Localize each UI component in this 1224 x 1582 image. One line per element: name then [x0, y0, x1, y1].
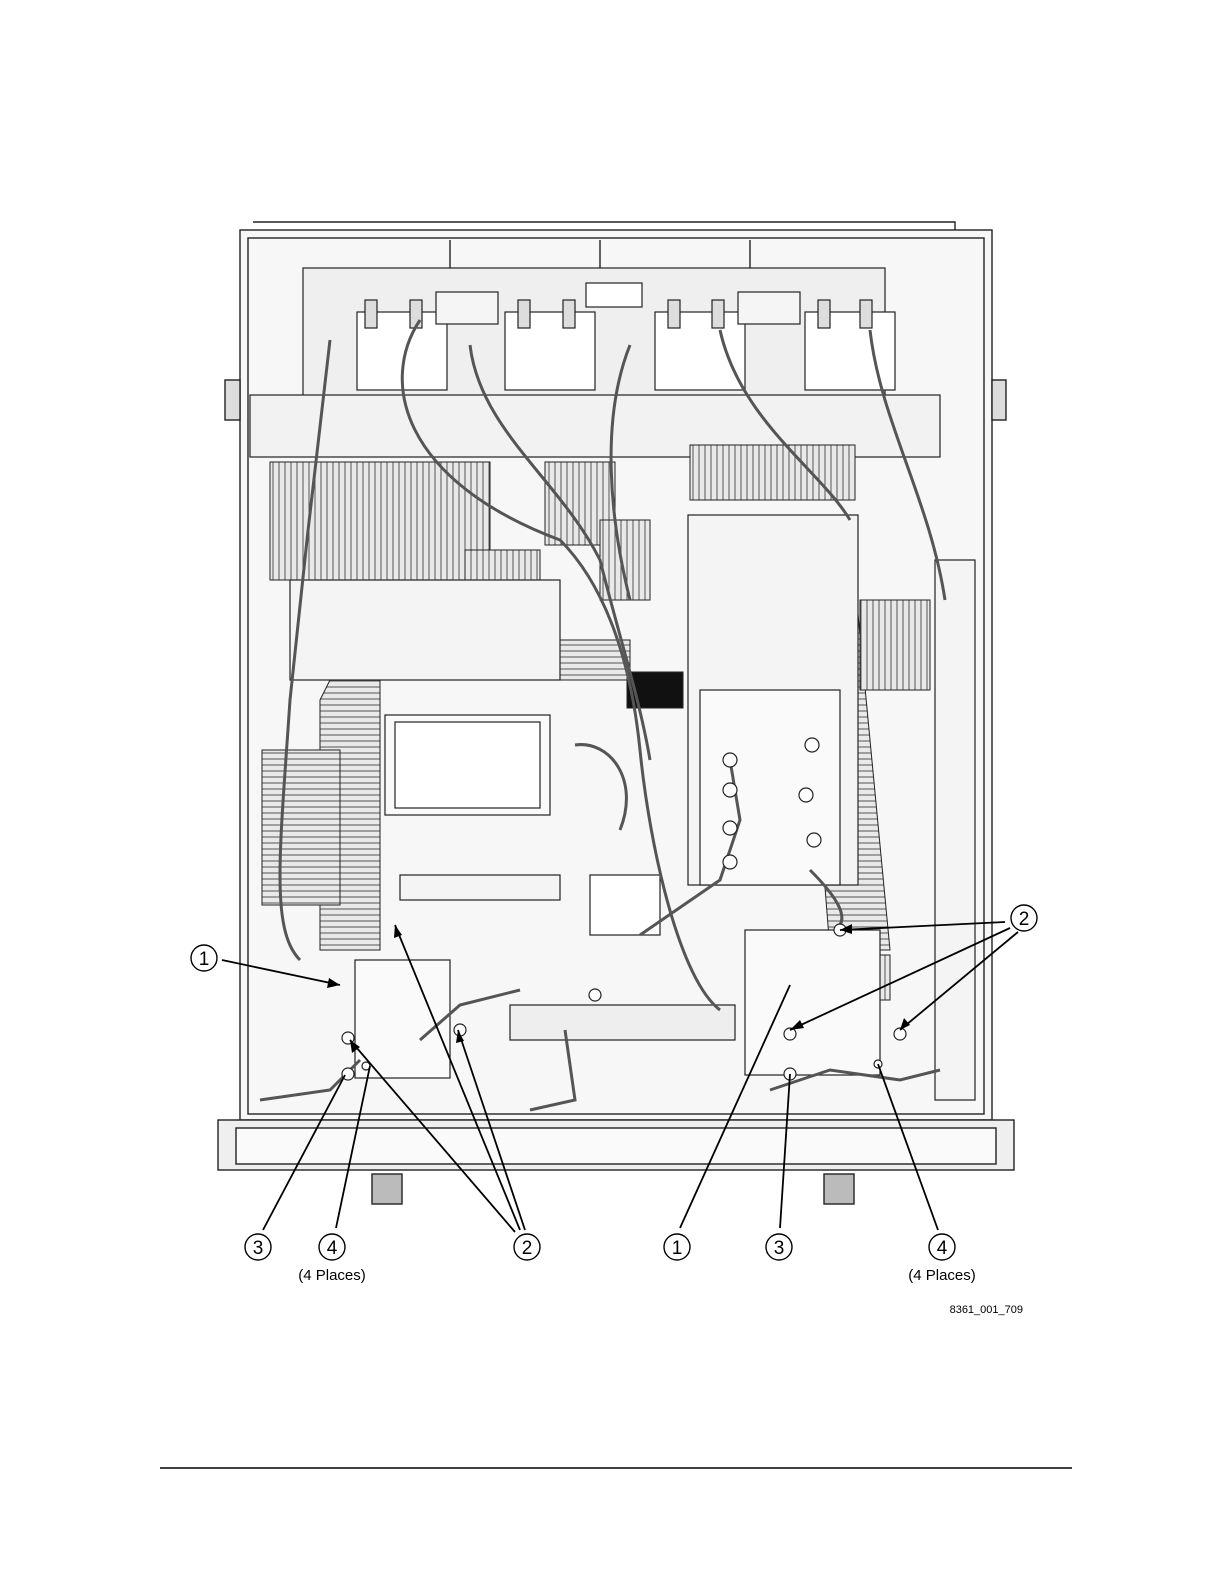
- callout-4-left: 4: [319, 1234, 345, 1260]
- callout-number: 2: [522, 1238, 533, 1259]
- places-label-right: (4 Places): [908, 1267, 976, 1284]
- callout-3-left: 3: [245, 1234, 271, 1260]
- callout-1-left: 1: [191, 945, 217, 971]
- places-label-left: (4 Places): [298, 1267, 366, 1284]
- callout-number: 1: [199, 949, 210, 970]
- figure-id: 8361_001_709: [950, 1304, 1023, 1316]
- receiver-module-bank: [250, 268, 940, 457]
- front-panel: [218, 1120, 1014, 1204]
- callout-number: 2: [1019, 909, 1030, 930]
- callout-number: 3: [253, 1238, 264, 1259]
- callout-4-right: 4: [929, 1234, 955, 1260]
- callout-2-bottom: 2: [514, 1234, 540, 1260]
- callout-2-right: 2: [1011, 905, 1037, 931]
- callout-number: 4: [327, 1238, 338, 1259]
- callout-number: 3: [774, 1238, 785, 1259]
- callout-number: 1: [672, 1238, 683, 1259]
- callout-number: 4: [937, 1238, 948, 1259]
- callout-3-right: 3: [766, 1234, 792, 1260]
- callout-1-bottom: 1: [664, 1234, 690, 1260]
